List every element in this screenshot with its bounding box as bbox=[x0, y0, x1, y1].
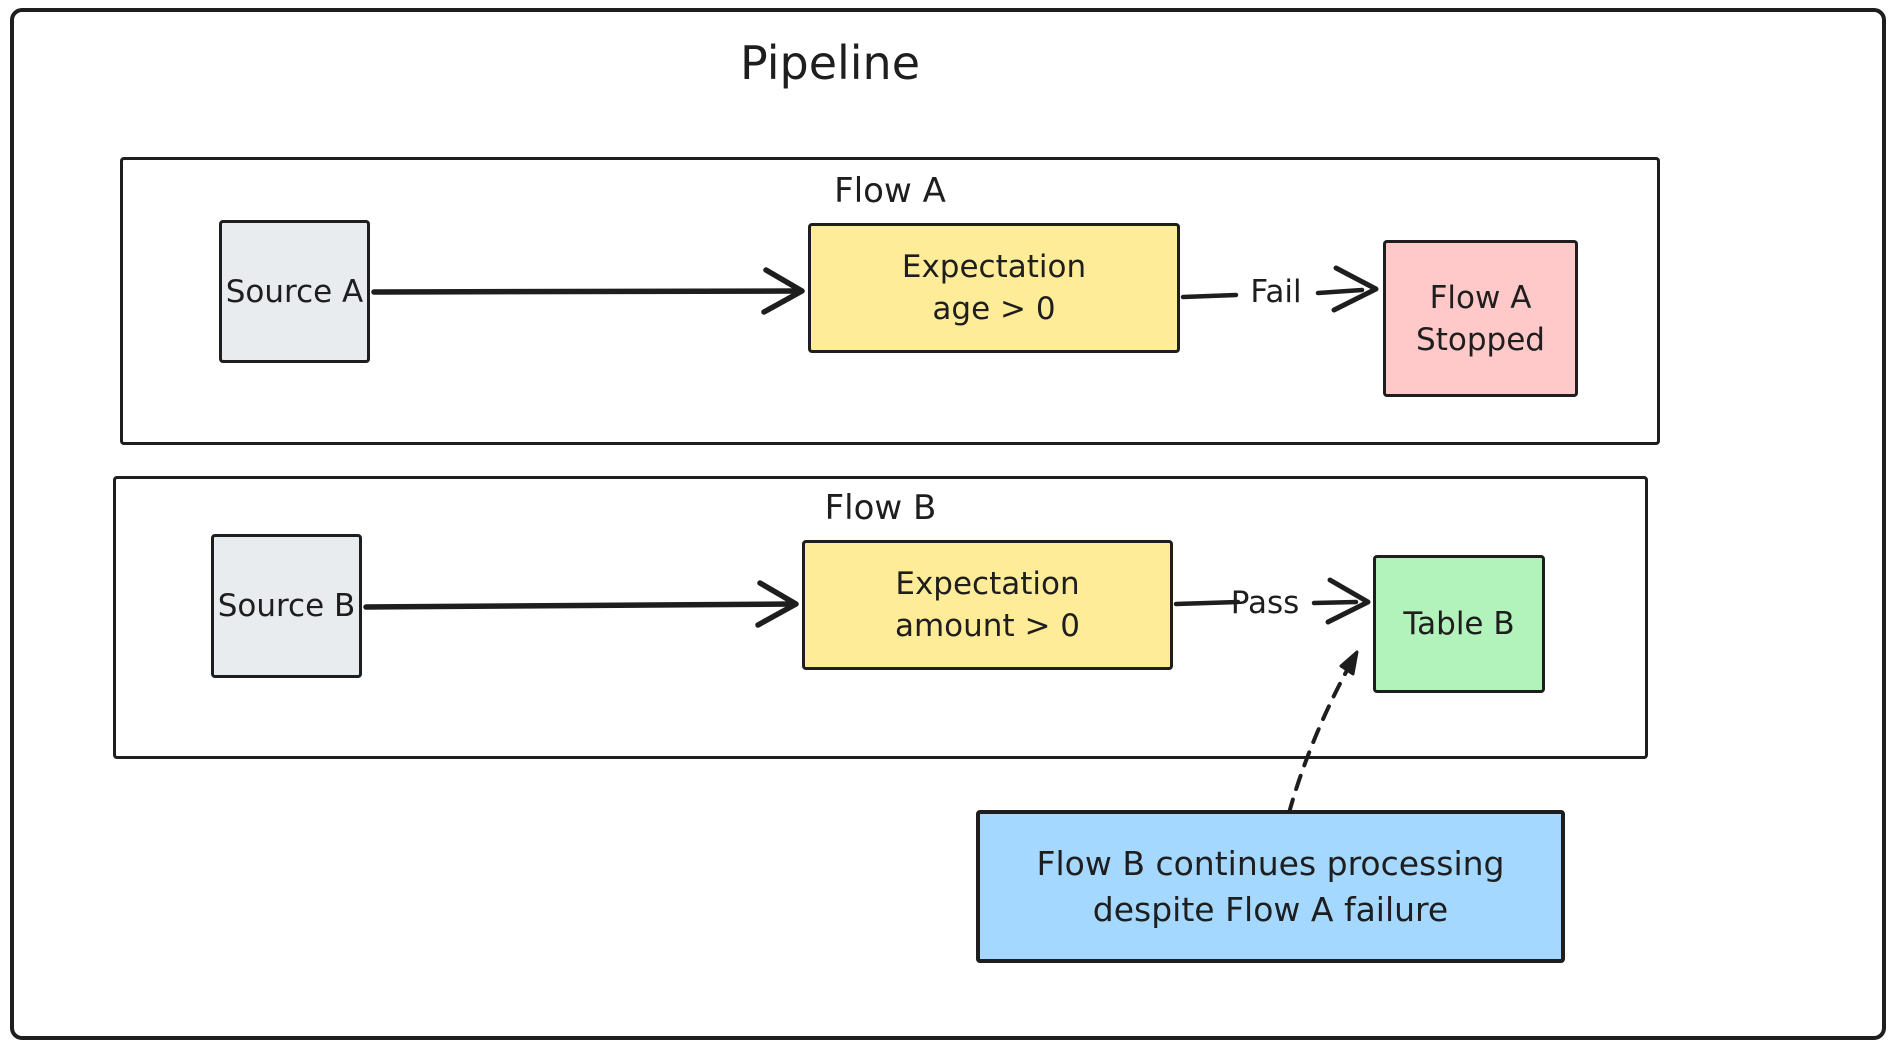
flow-b-label: Flow B bbox=[824, 488, 937, 528]
expectation-b-node: Expectation amount > 0 bbox=[802, 540, 1173, 670]
source-a-text: Source A bbox=[225, 273, 364, 310]
table-b-text: Table B bbox=[1403, 606, 1515, 642]
note-line1: Flow B continues processing bbox=[1036, 843, 1505, 883]
flow-a-label: Flow A bbox=[834, 171, 946, 211]
flow-a-container bbox=[120, 157, 1660, 445]
pass-edge-label: Pass bbox=[1230, 585, 1300, 621]
expectation-a-node: Expectation age > 0 bbox=[808, 223, 1180, 353]
flow-a-stopped-node: Flow A Stopped bbox=[1383, 240, 1578, 397]
flow-a-stopped-line1: Flow A bbox=[1429, 279, 1532, 316]
pipeline-frame bbox=[10, 8, 1886, 1040]
expectation-b-line2: amount > 0 bbox=[894, 608, 1081, 644]
source-b-text: Source B bbox=[217, 588, 356, 624]
source-b-node: Source B bbox=[211, 534, 362, 678]
expectation-b-line1: Expectation bbox=[895, 566, 1080, 602]
source-a-node: Source A bbox=[219, 220, 370, 363]
note-line2: despite Flow A failure bbox=[1092, 889, 1449, 929]
fail-edge-label: Fail bbox=[1250, 274, 1302, 310]
flow-a-stopped-line2: Stopped bbox=[1416, 321, 1545, 358]
page-title: Pipeline bbox=[739, 36, 921, 90]
flow-b-container bbox=[113, 476, 1648, 759]
expectation-a-line2: age > 0 bbox=[932, 291, 1056, 327]
note-box: Flow B continues processing despite Flow… bbox=[976, 810, 1565, 963]
expectation-a-line1: Expectation bbox=[901, 249, 1087, 285]
table-b-node: Table B bbox=[1373, 555, 1545, 693]
